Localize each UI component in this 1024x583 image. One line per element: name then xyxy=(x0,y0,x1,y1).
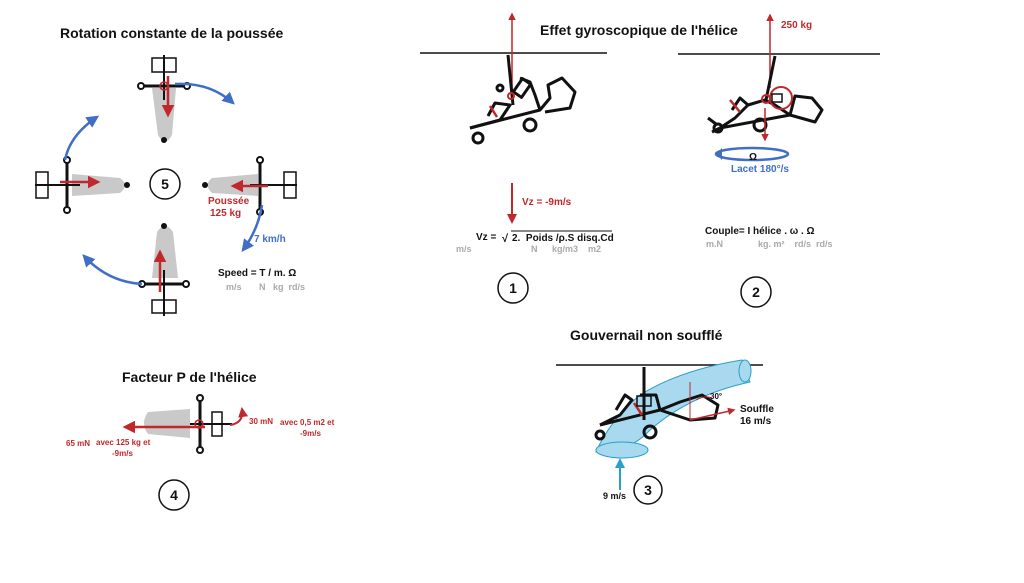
panel-facteur-p: Facteur P de l'hélice 65 mN avec 125 kg … xyxy=(66,369,335,511)
panel2-number: 2 xyxy=(752,284,760,300)
couple-formula-units: m.N kg. m² rd/s rd/s xyxy=(706,239,833,249)
panel1-number: 1 xyxy=(509,280,517,296)
vz-value-label: Vz = -9m/s xyxy=(522,197,572,208)
flow-angle-label: 30° xyxy=(710,392,722,401)
panel5-number: 5 xyxy=(161,176,169,192)
vz-unit-n: N xyxy=(531,244,538,254)
vz-unit-kgm3: kg/m3 xyxy=(552,244,578,254)
left-note-line2: -9m/s xyxy=(112,449,133,458)
omega-symbol: Ω xyxy=(749,152,757,163)
speed-label: 7 km/h xyxy=(254,234,286,245)
left-force-label: 65 mN xyxy=(66,439,90,448)
panel5-title: Rotation constante de la poussée xyxy=(60,25,283,41)
vz-unit-m2: m2 xyxy=(588,244,601,254)
yaw-rate-label: Lacet 180°/s xyxy=(731,164,789,175)
left-note-line1: avec 125 kg et xyxy=(96,438,151,447)
p-factor-right-force-arrow xyxy=(229,407,249,426)
vz-formula-lhs: Vz = xyxy=(476,232,496,243)
panel4-number: 4 xyxy=(170,487,178,503)
panel-rotation-constante: Rotation constante de la poussée xyxy=(35,25,305,316)
thrust-label-line1: Poussée xyxy=(208,196,250,207)
panel1-title: Effet gyroscopique de l'hélice xyxy=(540,22,738,38)
right-note-line2: -9m/s xyxy=(300,429,321,438)
panel-effet-gyroscopique-1: Effet gyroscopique de l'hélice Vz = -9m/… xyxy=(420,12,738,304)
right-force-label: 30 mN xyxy=(249,417,273,426)
gyro-top-view-south xyxy=(82,223,190,316)
thrust-label-line2: 125 kg xyxy=(210,208,241,219)
speed-formula: Speed = T / m. Ω xyxy=(218,268,296,279)
propeller-rotation-circle xyxy=(769,86,793,110)
right-note-line1: avec 0,5 m2 et xyxy=(280,418,335,427)
couple-formula: Couple= I hélice . ω . Ω xyxy=(705,226,815,237)
souffle-label-line1: Souffle xyxy=(740,404,774,415)
panel-effet-gyroscopique-2: 250 kg Ω Lacet 180°/s Couple= I hélice .… xyxy=(678,13,880,308)
gyro-top-view-east xyxy=(202,156,297,253)
weight-label: 250 kg xyxy=(781,20,812,31)
panel-gouvernail-non-souffle: Gouvernail non soufflé 30° Souffle 16 m/… xyxy=(556,327,774,505)
panel4-title: Facteur P de l'hélice xyxy=(122,369,257,385)
panel3-title: Gouvernail non soufflé xyxy=(570,327,723,343)
gyrocopter-side-view-1 xyxy=(469,76,577,145)
speed-formula-units: m/s N kg rd/s xyxy=(226,282,305,292)
gyro-top-view-north xyxy=(137,55,235,143)
gyrocopter-side-view-3 xyxy=(594,393,720,441)
vz-unit-ms: m/s xyxy=(456,244,472,254)
panel3-number: 3 xyxy=(644,482,652,498)
gyro-top-view-west xyxy=(35,115,130,214)
vz-formula-sqrt: √ xyxy=(502,233,509,245)
souffle-label-line2: 16 m/s xyxy=(740,416,772,427)
inflow-label: 9 m/s xyxy=(603,491,626,501)
vz-formula-rhs: 2. Poids /ρ.S disq.Cd xyxy=(512,233,614,244)
